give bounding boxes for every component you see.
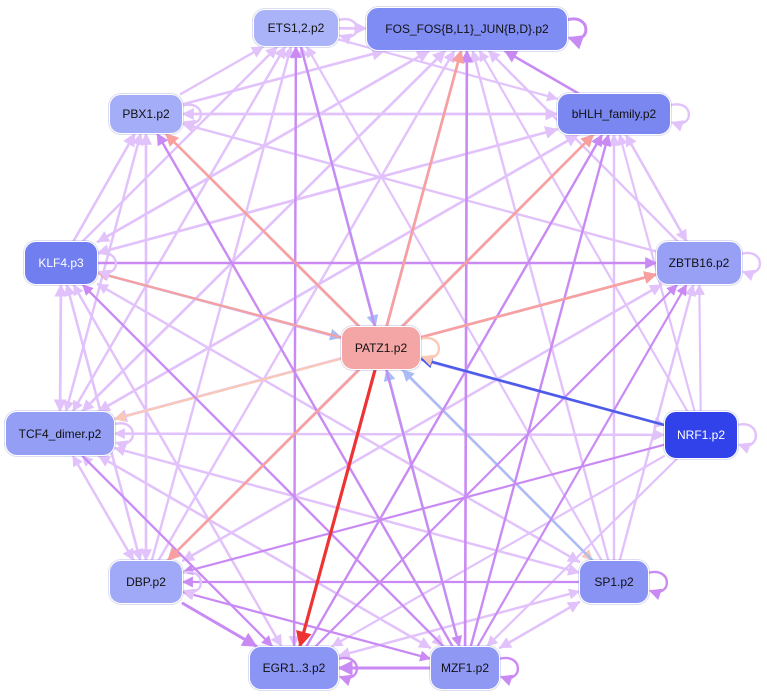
node-label: PBX1.p2 <box>122 107 170 121</box>
self-loop-patz <box>418 336 441 367</box>
node-mzf[interactable]: MZF1.p2 <box>430 646 500 690</box>
edge-zbtb-to-pbx <box>181 121 658 253</box>
self-loop-nrf <box>735 423 758 454</box>
node-label: EGR1..3.p2 <box>262 661 326 675</box>
node-sp1[interactable]: SP1.p2 <box>579 560 649 604</box>
self-loop-zbtb <box>739 251 762 282</box>
edge-dbp-to-fos <box>157 49 456 562</box>
node-label: DBP.p2 <box>126 575 166 589</box>
edge-mzf-to-pbx <box>156 132 454 648</box>
edge-fos-to-klf <box>96 49 430 243</box>
self-loop-sp1 <box>646 570 669 601</box>
edge-patz-to-bhlh <box>401 133 595 328</box>
node-label: FOS_FOS{B,L1}_JUN{B,D}.p2 <box>385 22 549 36</box>
edge-mzf-to-tcf <box>97 454 432 649</box>
node-klf[interactable]: KLF4.p3 <box>24 241 98 285</box>
edge-egr-to-klf <box>72 283 283 648</box>
edge-egr-to-ets <box>289 45 302 648</box>
node-egr[interactable]: EGR1..3.p2 <box>249 646 339 690</box>
edge-klf-to-pbx <box>72 132 136 243</box>
node-label: MZF1.p2 <box>440 661 489 675</box>
self-loop-ets <box>336 17 359 45</box>
edge-zbtb-to-dbp <box>181 283 663 562</box>
edge-patz-to-fos <box>385 49 465 328</box>
edge-pbx-to-ets <box>179 45 265 96</box>
edge-nrf-to-mzf <box>486 457 678 648</box>
edge-tcf-to-klf <box>54 283 68 413</box>
edge-patz-to-egr <box>296 368 377 648</box>
self-loop-mzf <box>497 656 520 687</box>
node-pbx[interactable]: PBX1.p2 <box>109 94 183 134</box>
node-label: ZBTB16.p2 <box>668 256 730 270</box>
edge-dbp-to-egr <box>181 602 258 648</box>
node-label: KLF4.p3 <box>38 256 84 270</box>
node-patz[interactable]: PATZ1.p2 <box>341 326 421 370</box>
self-loop-bhlh <box>668 103 691 132</box>
edge-patz-to-pbx <box>164 132 361 328</box>
edge-nrf-to-patz <box>419 355 666 427</box>
node-dbp[interactable]: DBP.p2 <box>109 560 183 604</box>
node-ets[interactable]: ETS1,2.p2 <box>253 9 339 47</box>
node-zbtb[interactable]: ZBTB16.p2 <box>656 241 742 285</box>
self-loop-egr <box>336 656 359 687</box>
edge-sp1-to-klf <box>96 283 581 563</box>
node-label: bHLH_family.p2 <box>571 107 657 121</box>
edge-mzf-to-fos <box>460 49 474 648</box>
edge-patz-to-dbp <box>166 368 361 562</box>
edge-egr-to-bhlh <box>305 133 604 648</box>
node-fos[interactable]: FOS_FOS{B,L1}_JUN{B,D}.p2 <box>366 7 568 51</box>
self-loop-klf <box>95 251 118 282</box>
self-loop-pbx <box>180 103 203 132</box>
node-tcf[interactable]: TCF4_dimer.p2 <box>5 411 115 456</box>
edge-mzf-to-sp1 <box>498 601 581 649</box>
node-label: SP1.p2 <box>594 575 634 589</box>
node-bhlh[interactable]: bHLH_family.p2 <box>557 93 671 135</box>
node-label: ETS1,2.p2 <box>267 21 325 35</box>
edge-patz-to-zbtb <box>419 271 658 339</box>
edge-patz-to-tcf <box>113 357 343 422</box>
node-nrf[interactable]: NRF1.p2 <box>664 411 738 459</box>
edge-dbp-to-ets <box>150 45 294 562</box>
edge-nrf-to-tcf <box>113 428 666 440</box>
edge-patz-to-klf <box>96 270 343 339</box>
edge-egr-to-zbtb <box>314 283 679 648</box>
edge-nrf-to-egr <box>331 455 666 648</box>
node-label: PATZ1.p2 <box>354 341 408 355</box>
edge-sp1-to-tcf <box>113 445 581 574</box>
edge-nrf-to-zbtb <box>693 283 705 413</box>
edge-bhlh-to-klf <box>96 128 559 256</box>
node-label: TCF4_dimer.p2 <box>18 426 102 441</box>
self-loop-fos <box>565 17 588 50</box>
edge-bhlh-to-zbtb <box>624 133 688 243</box>
edge-klf-to-ets <box>81 45 279 243</box>
edge-dbp-to-tcf <box>71 454 135 562</box>
edge-bhlh-to-fos <box>503 49 580 95</box>
node-label: NRF1.p2 <box>676 428 726 442</box>
edge-ets-to-tcf <box>71 45 286 413</box>
edge-bhlh-to-tcf <box>97 133 579 413</box>
self-loop-tcf <box>112 422 135 452</box>
self-loop-dbp <box>180 570 203 601</box>
